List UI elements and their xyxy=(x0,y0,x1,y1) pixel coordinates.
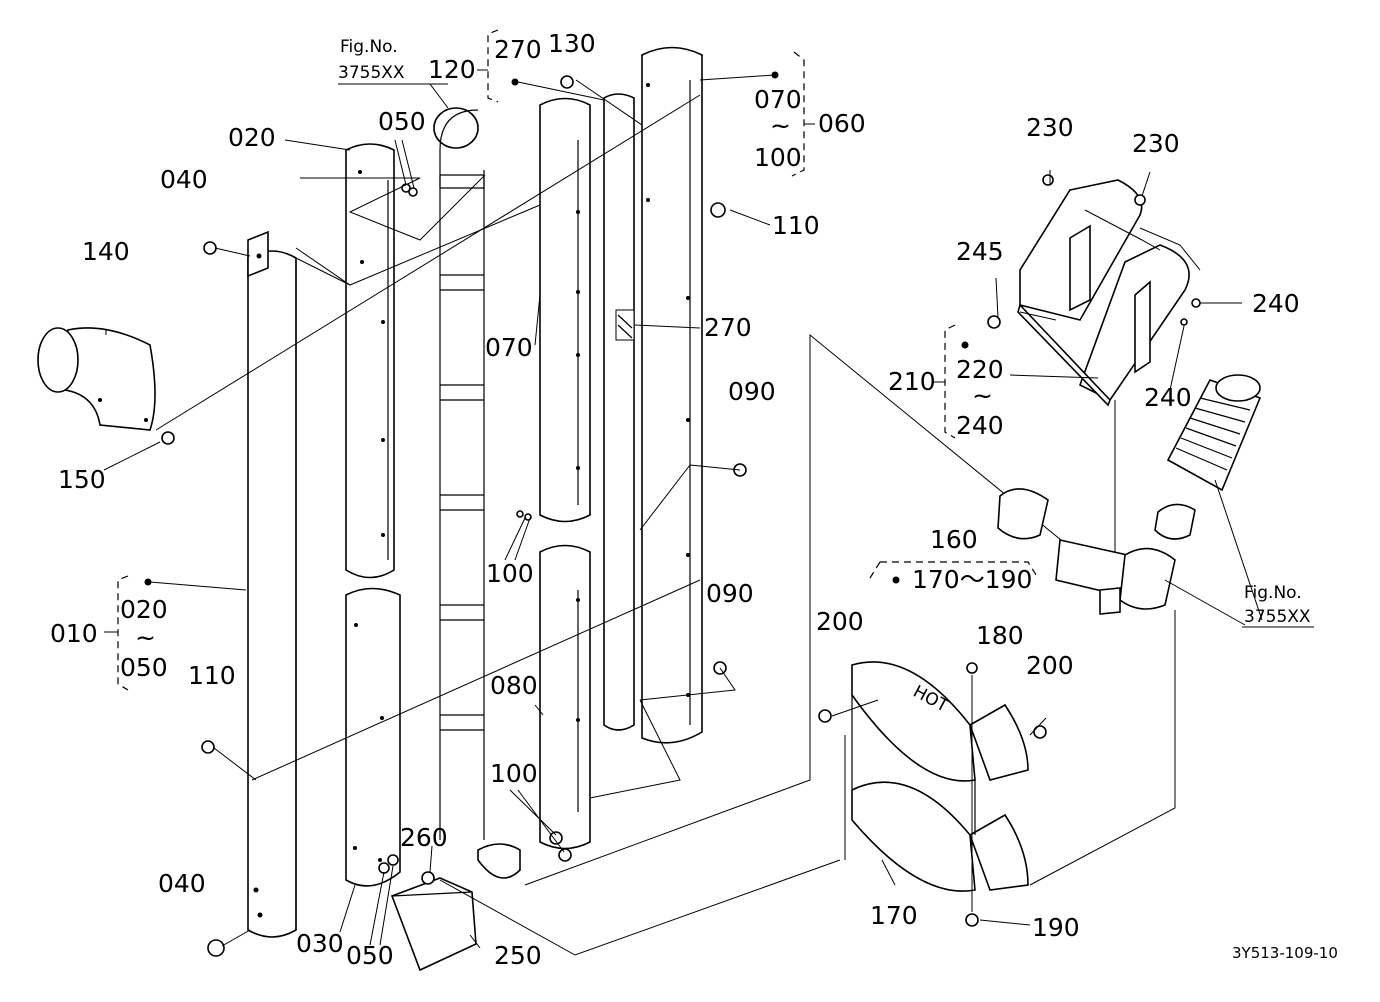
label-tilde: ~ xyxy=(770,111,791,140)
label-170: 170 xyxy=(870,901,918,930)
label-020: 020 xyxy=(228,123,276,152)
label-180: 180 xyxy=(976,621,1024,650)
fig-ref-right-label: Fig.No. xyxy=(1244,583,1302,603)
label-010: 010 xyxy=(50,619,98,648)
label-240: 240 xyxy=(1252,289,1300,318)
label-200: 200 xyxy=(1026,651,1074,680)
label-100: 100 xyxy=(754,143,802,172)
label-050: 050 xyxy=(346,941,394,970)
fig-ref-top-number: 3755XX xyxy=(338,63,405,83)
leader-lines-left xyxy=(103,94,701,949)
label-230: 230 xyxy=(1026,113,1074,142)
label-tilde: ~ xyxy=(972,381,993,410)
label-250: 250 xyxy=(494,941,542,970)
inner-panel-upper xyxy=(345,143,395,579)
label-240: 240 xyxy=(1144,383,1192,412)
label-070: 070 xyxy=(754,85,802,114)
label-020: 020 xyxy=(120,595,168,624)
label-200: 200 xyxy=(816,607,864,636)
label-160: 160 xyxy=(930,525,978,554)
part-labels: 020 040 050 140 150 020 ~ 050 010 110 04… xyxy=(50,29,1300,970)
elbow-pipe xyxy=(37,327,156,431)
label-tilde: ~ xyxy=(135,623,156,652)
label-140: 140 xyxy=(82,237,130,266)
label-270: 270 xyxy=(494,35,542,64)
outer-cover-left xyxy=(247,230,297,938)
label-270: 270 xyxy=(704,313,752,342)
label-170-range: 170～190 xyxy=(912,565,1032,594)
fig-ref-right-number: 3755XX xyxy=(1244,607,1311,627)
flex-bellows xyxy=(997,374,1263,886)
label-120: 120 xyxy=(428,55,476,84)
bracket xyxy=(390,877,477,972)
leader-lines-center xyxy=(439,74,1111,956)
fasteners xyxy=(161,75,747,957)
label-260: 260 xyxy=(400,823,448,852)
exhaust-pipe xyxy=(433,107,521,879)
center-strip xyxy=(603,93,635,731)
label-050: 050 xyxy=(120,653,168,682)
label-050: 050 xyxy=(378,107,426,136)
label-080: 080 xyxy=(490,671,538,700)
label-040: 040 xyxy=(158,869,206,898)
label-110: 110 xyxy=(188,661,236,690)
heat-shield-cover xyxy=(987,170,1242,580)
figure-references: Fig.No. 3755XX Fig.No. 3755XX xyxy=(338,37,1314,628)
label-240: 240 xyxy=(956,411,1004,440)
inner-panel-lower xyxy=(345,587,401,887)
label-230: 230 xyxy=(1132,129,1180,158)
label-245: 245 xyxy=(956,237,1004,266)
label-150: 150 xyxy=(58,465,106,494)
shield-panel-080 xyxy=(539,544,591,850)
label-100: 100 xyxy=(490,759,538,788)
label-060: 060 xyxy=(818,109,866,138)
fig-ref-top-label: Fig.No. xyxy=(340,37,398,57)
label-100: 100 xyxy=(486,559,534,588)
label-070: 070 xyxy=(485,333,533,362)
label-090: 090 xyxy=(728,377,776,406)
label-210: 210 xyxy=(888,367,936,396)
label-040: 040 xyxy=(160,165,208,194)
label-190: 190 xyxy=(1032,913,1080,942)
heat-shield-lower: HOT xyxy=(818,661,1047,927)
label-030: 030 xyxy=(296,929,344,958)
outer-shell-060 xyxy=(641,46,703,744)
drawing-code: 3Y513-109-10 xyxy=(1232,944,1338,962)
label-130: 130 xyxy=(548,29,596,58)
label-110: 110 xyxy=(772,211,820,240)
group-brackets xyxy=(104,29,1039,691)
label-090: 090 xyxy=(706,579,754,608)
label-220: 220 xyxy=(956,355,1004,384)
shield-panel-070 xyxy=(539,97,591,523)
